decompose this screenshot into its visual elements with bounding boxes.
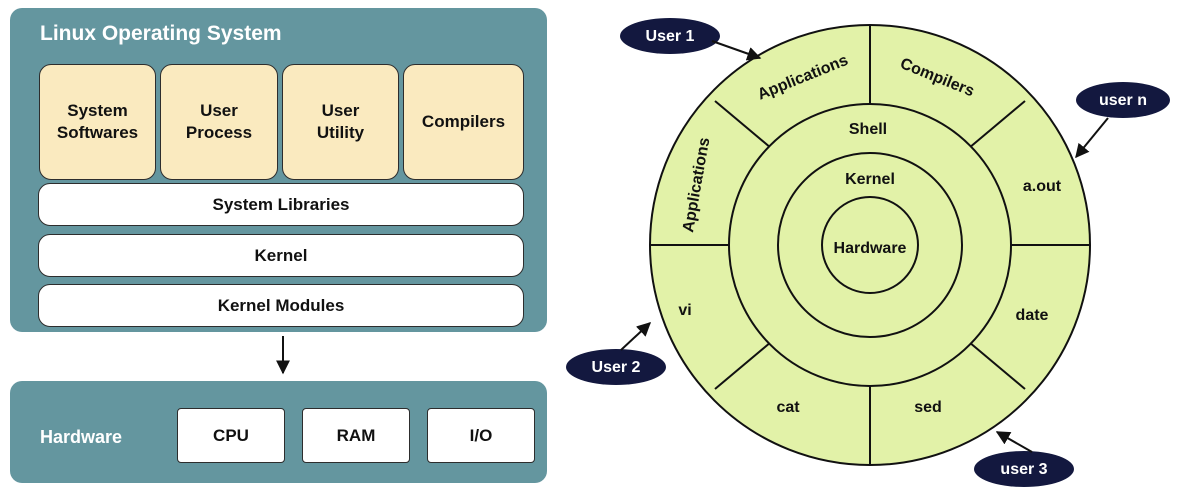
segment-label: sed xyxy=(914,399,942,416)
kernel-label: Kernel xyxy=(845,171,895,188)
user-label: user 3 xyxy=(1000,461,1047,478)
segment-label: vi xyxy=(678,302,691,319)
user-badge-n: user n xyxy=(1076,82,1170,118)
layer-system-libraries: System Libraries xyxy=(38,183,524,226)
user-label: User 1 xyxy=(646,28,695,45)
segment-label: cat xyxy=(776,399,800,416)
shell-label: Shell xyxy=(849,121,887,138)
user-2-arrow xyxy=(620,322,652,351)
app-box-compilers: Compilers xyxy=(403,64,524,180)
app-label-line1: User xyxy=(200,101,238,120)
app-label-line1: Compilers xyxy=(421,112,506,131)
layer-kernel-modules: Kernel Modules xyxy=(38,284,524,327)
segment-dividers xyxy=(650,25,1090,465)
app-label-line2: Process xyxy=(185,123,253,142)
user-label: user n xyxy=(1099,92,1147,109)
app-label-line1: System xyxy=(67,101,128,120)
segment-label: date xyxy=(1016,307,1049,324)
user-label: User 2 xyxy=(592,359,641,376)
user-badge-3: user 3 xyxy=(974,451,1074,487)
hardware-panel: Hardware CPU RAM I/O xyxy=(10,381,547,483)
user-n-arrow xyxy=(1075,117,1109,159)
hardware-core xyxy=(821,196,919,294)
user-3-arrow xyxy=(995,431,1033,453)
layer-kernel: Kernel xyxy=(38,234,524,277)
app-label-line2: Utility xyxy=(316,123,365,142)
hw-cpu-box: CPU xyxy=(177,408,285,463)
hw-io-box: I/O xyxy=(427,408,535,463)
user-badge-1: User 1 xyxy=(620,18,720,54)
hw-ram-box: RAM xyxy=(302,408,410,463)
user-badge-2: User 2 xyxy=(566,349,666,385)
hardware-label: Hardware xyxy=(40,427,123,447)
app-label-line2: Softwares xyxy=(56,123,139,142)
app-label-line1: User xyxy=(321,101,360,120)
core-label: Hardware xyxy=(834,240,907,257)
user-1-arrow xyxy=(711,40,762,61)
os-title: Linux Operating System xyxy=(40,22,282,45)
segment-label: a.out xyxy=(1023,178,1062,195)
